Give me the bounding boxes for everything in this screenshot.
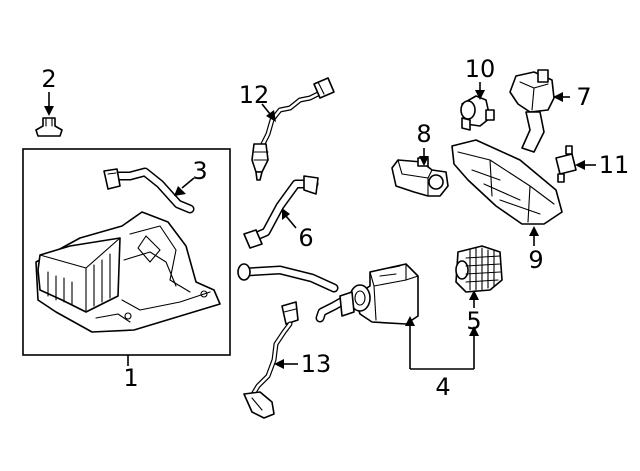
callout-11: 11 [599, 151, 630, 179]
pump-filter[interactable] [455, 245, 503, 293]
callout-2: 2 [41, 65, 56, 93]
callout-6: 6 [298, 224, 313, 252]
callout-13: 13 [301, 350, 332, 378]
callout-9: 9 [528, 246, 543, 274]
callout-7: 7 [576, 83, 591, 111]
push-clip[interactable] [35, 117, 63, 137]
canister-hose[interactable] [103, 167, 195, 214]
callout-labels: 2 3 1 12 6 13 8 10 7 11 9 5 4 [41, 55, 629, 401]
leader-lines [44, 82, 596, 370]
vent-valve[interactable] [460, 95, 495, 131]
oxygen-sensor-upper[interactable] [251, 77, 335, 181]
hose-connector[interactable] [555, 145, 577, 183]
callout-5: 5 [466, 307, 481, 335]
callout-10: 10 [465, 55, 496, 83]
callout-12: 12 [239, 81, 270, 109]
callout-4: 4 [435, 373, 450, 401]
leak-detection-pump[interactable] [237, 263, 419, 325]
canister-group-box [22, 148, 231, 356]
purge-pipe[interactable] [243, 175, 319, 249]
callout-8: 8 [416, 120, 431, 148]
callout-1: 1 [123, 364, 138, 392]
callout-3: 3 [192, 157, 207, 185]
purge-solenoid[interactable] [391, 157, 449, 197]
oxygen-sensor-lower[interactable] [243, 301, 299, 419]
canister-housing[interactable] [451, 139, 563, 225]
charcoal-canister[interactable] [35, 211, 221, 333]
control-bracket[interactable] [509, 69, 555, 153]
